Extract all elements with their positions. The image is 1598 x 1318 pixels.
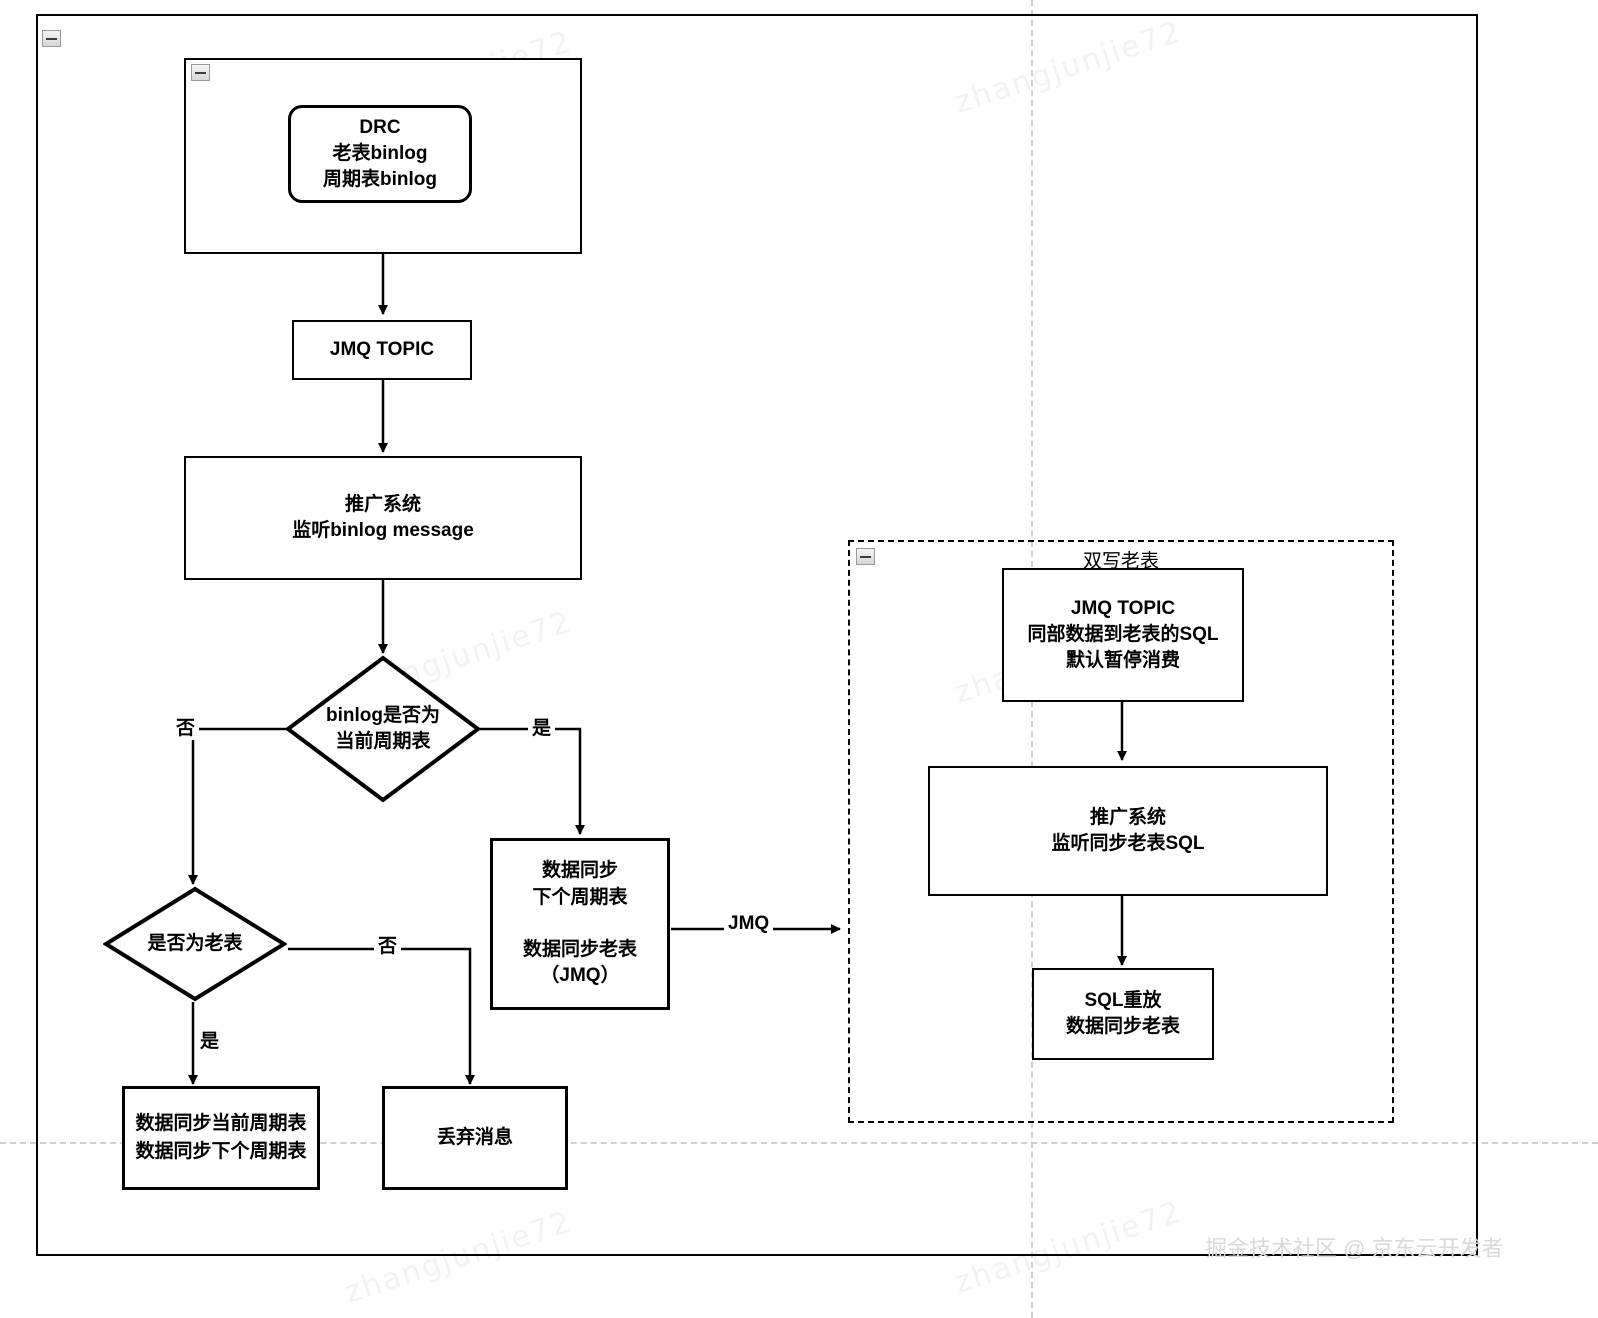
node-label: binlog是否为 当前周期表 bbox=[326, 705, 440, 752]
edge-label-oldtable-no: 否 bbox=[374, 931, 402, 958]
page-guide-horizontal bbox=[0, 1142, 1598, 1144]
node-sync-current-cycle[interactable]: 数据同步当前周期表 数据同步下个周期表 bbox=[122, 1086, 320, 1190]
edge-label-jmq: JMQ bbox=[724, 913, 774, 935]
diamond-shape bbox=[103, 886, 287, 1002]
dashed-group-double-write: 双写老表 bbox=[848, 540, 1394, 1123]
node-label: 是否为老表 bbox=[147, 933, 243, 955]
minus-icon[interactable] bbox=[191, 64, 210, 81]
node-decision-oldtable[interactable]: 是否为老表 bbox=[103, 886, 287, 1002]
node-jmq-topic-left[interactable]: JMQ TOPIC bbox=[292, 320, 472, 380]
edge-label-binlog-yes: 是 bbox=[528, 713, 556, 740]
outer-frame bbox=[36, 14, 1478, 1256]
minus-icon[interactable] bbox=[856, 548, 875, 565]
minus-icon[interactable] bbox=[42, 30, 61, 47]
node-sync-next-cycle[interactable]: 数据同步 下个周期表 数据同步老表 （JMQ） bbox=[490, 838, 670, 1010]
footer-watermark: 掘金技术社区 @ 京东云开发者 bbox=[1205, 1236, 1504, 1261]
node-promo-system-left[interactable]: 推广系统 监听binlog message bbox=[184, 456, 582, 580]
node-sql-replay[interactable]: SQL重放 数据同步老表 bbox=[1032, 968, 1214, 1060]
edge-label-oldtable-yes: 是 bbox=[196, 1026, 224, 1053]
node-promo-system-right[interactable]: 推广系统 监听同步老表SQL bbox=[928, 766, 1328, 896]
node-discard-message[interactable]: 丢弃消息 bbox=[382, 1086, 568, 1190]
node-jmq-topic-right[interactable]: JMQ TOPIC 同部数据到老表的SQL 默认暂停消费 bbox=[1002, 568, 1244, 702]
node-decision-binlog[interactable]: binlog是否为 当前周期表 bbox=[285, 655, 481, 803]
edge-label-binlog-no: 否 bbox=[172, 713, 200, 740]
node-drc[interactable]: DRC 老表binlog 周期表binlog bbox=[288, 105, 472, 203]
dashed-group-title: 双写老表 bbox=[1082, 551, 1159, 572]
diamond-shape bbox=[285, 655, 481, 803]
